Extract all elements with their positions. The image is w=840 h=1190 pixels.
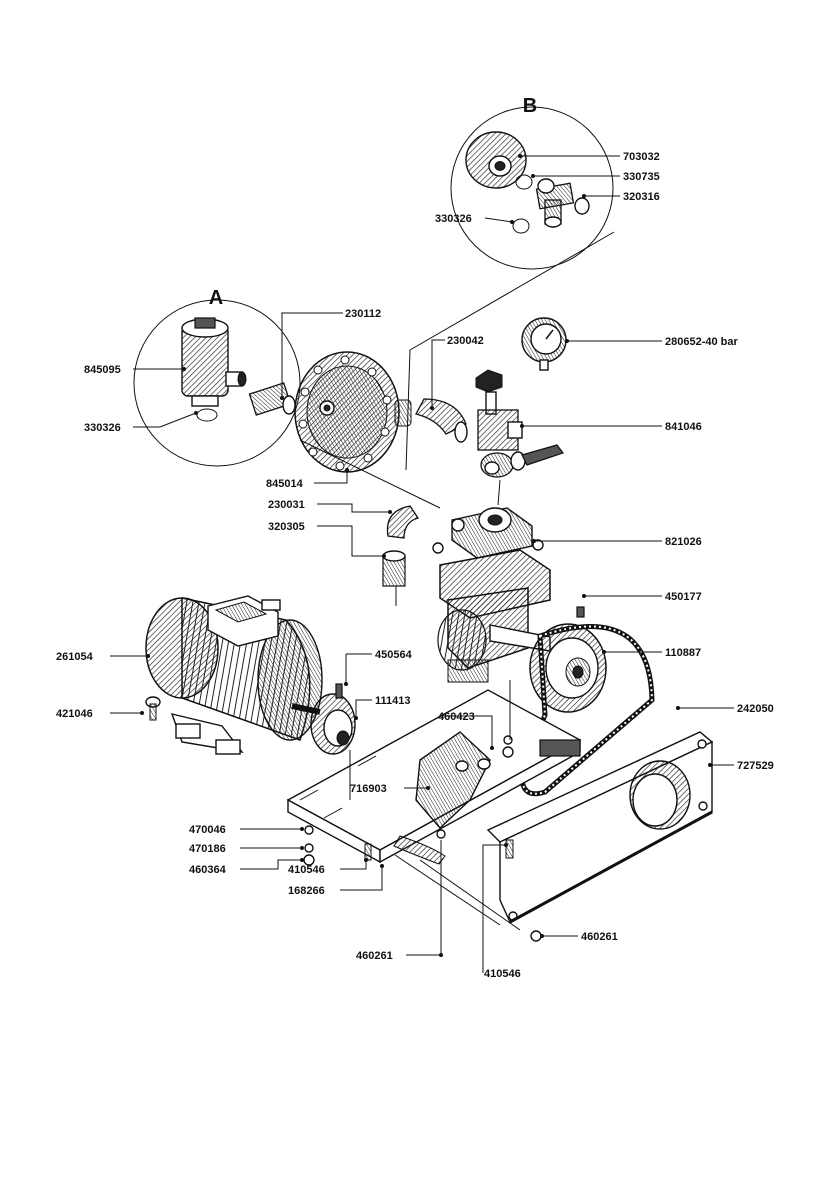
detail-b: B (451, 95, 613, 269)
label-460261-b: 460261 (581, 931, 618, 943)
o-ring-330326-b (513, 219, 529, 233)
label-421046: 421046 (56, 708, 93, 720)
bolt-410546-a (365, 844, 371, 860)
label-460364: 460364 (189, 864, 227, 876)
label-460261-a: 460261 (356, 950, 393, 962)
filter-845095 (182, 318, 246, 406)
key-450177 (577, 607, 584, 617)
label-242050: 242050 (737, 703, 774, 715)
label-460423: 460423 (438, 711, 475, 723)
manifold-cover-845014 (295, 352, 411, 472)
label-703032: 703032 (623, 151, 660, 163)
label-168266: 168266 (288, 885, 325, 897)
detail-a-letter: A (209, 287, 223, 309)
label-716903: 716903 (350, 783, 387, 795)
nut-460261-a (437, 830, 445, 838)
label-470046: 470046 (189, 824, 226, 836)
label-470186: 470186 (189, 843, 226, 855)
elbow-230042-end (455, 422, 467, 442)
label-330735: 330735 (623, 171, 660, 183)
pressure-gauge-280652 (522, 318, 566, 370)
o-ring-330326-a (197, 409, 217, 421)
label-110887: 110887 (665, 647, 701, 659)
nipple-230112 (249, 383, 295, 415)
hose-fitting-320305 (383, 551, 405, 606)
label-230112: 230112 (345, 308, 381, 320)
label-330326-a: 330326 (84, 422, 121, 434)
label-111413: 111413 (375, 695, 411, 707)
washer-470186 (305, 844, 313, 852)
label-410546-a: 410546 (288, 864, 325, 876)
nut-460261-b (531, 931, 541, 941)
label-450564: 450564 (375, 649, 413, 661)
motor-pulley-111413 (311, 694, 355, 754)
label-230031: 230031 (268, 499, 305, 511)
bolt-410546-b (506, 840, 513, 858)
key-450564 (336, 684, 342, 698)
part-labels: 703032 330735 320316 330326 230112 84509… (56, 151, 774, 980)
detail-b-letter: B (523, 95, 537, 117)
label-821026: 821026 (665, 536, 702, 548)
union-fitting-320316 (537, 179, 589, 227)
nut-470046 (305, 826, 313, 834)
label-410546-b: 410546 (484, 968, 521, 980)
electric-motor-261054 (146, 596, 322, 754)
label-845014: 845014 (266, 478, 304, 490)
label-280652: 280652-40 bar (665, 336, 738, 348)
label-230042: 230042 (447, 335, 484, 347)
elbow-230031 (387, 506, 418, 538)
label-845095: 845095 (84, 364, 121, 376)
label-320316: 320316 (623, 191, 660, 203)
label-727529: 727529 (737, 760, 774, 772)
label-320305: 320305 (268, 521, 305, 533)
screw-421046 (146, 697, 160, 720)
label-330326-b: 330326 (435, 213, 472, 225)
detail-a: A (134, 287, 300, 466)
label-261054: 261054 (56, 651, 94, 663)
detail-b-circle (451, 107, 613, 269)
o-ring-330735 (516, 175, 532, 189)
label-841046: 841046 (665, 421, 702, 433)
regulating-valve-841046 (476, 370, 563, 477)
label-450177: 450177 (665, 591, 702, 603)
